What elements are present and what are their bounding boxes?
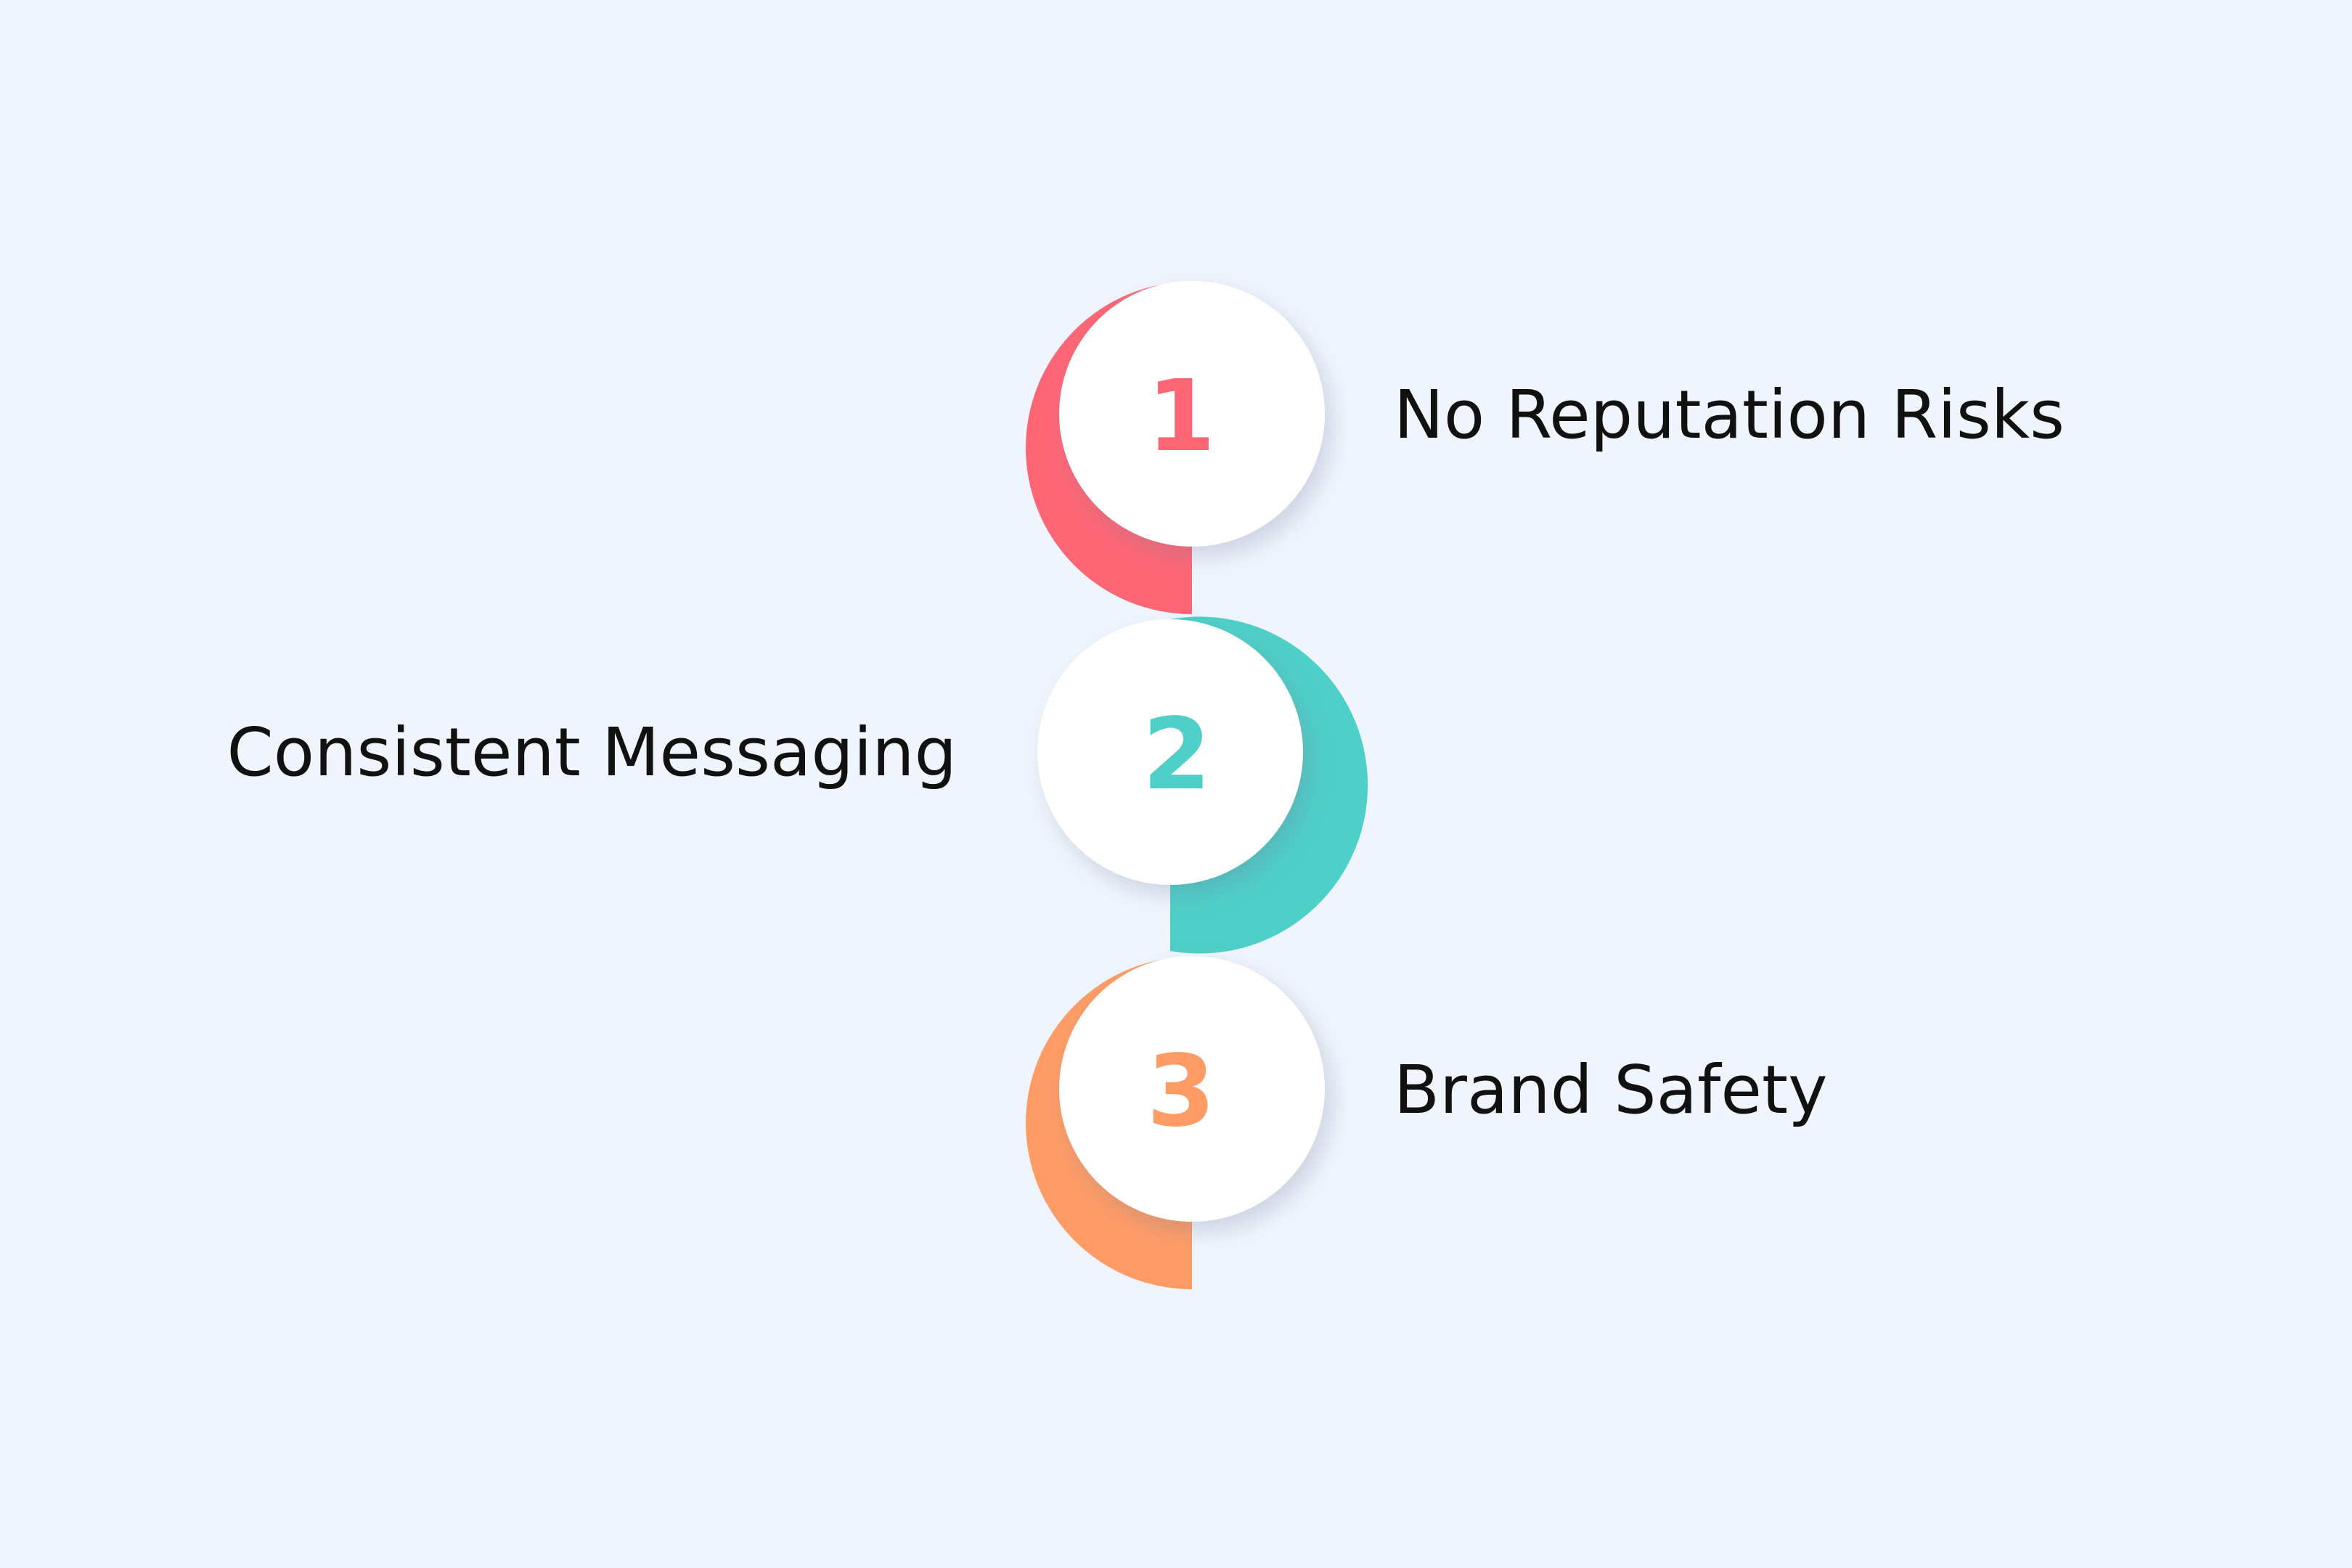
step-3-number: 3 bbox=[1147, 1034, 1216, 1149]
step-1-circle bbox=[1059, 281, 1325, 547]
step-3-label: Brand Safety bbox=[1394, 1051, 1828, 1129]
step-2-label: Consistent Messaging bbox=[227, 714, 957, 791]
step-2: 2 Consistent Messaging bbox=[227, 616, 1368, 954]
step-3: 3 Brand Safety bbox=[1025, 956, 1828, 1289]
step-1-label: No Reputation Risks bbox=[1394, 376, 2065, 454]
step-2-number: 2 bbox=[1143, 698, 1212, 812]
step-2-circle bbox=[1037, 619, 1303, 885]
step-1-number: 1 bbox=[1147, 359, 1216, 474]
step-3-circle bbox=[1059, 956, 1325, 1222]
step-1: 1 No Reputation Risks bbox=[1025, 281, 2065, 614]
